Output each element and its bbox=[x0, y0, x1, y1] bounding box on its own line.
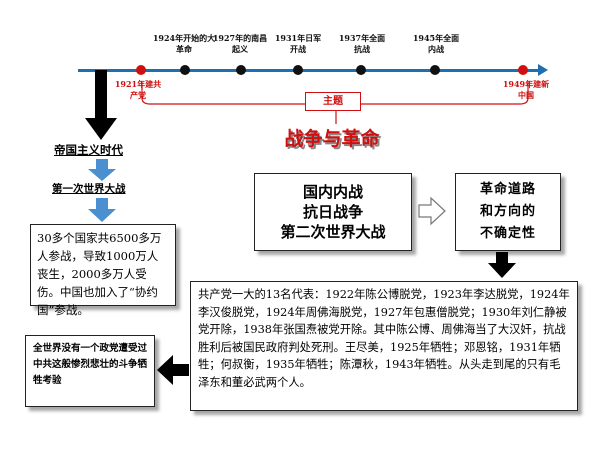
event-label-1949: 1949年建新中国 bbox=[502, 79, 550, 100]
timeline-dot-1949 bbox=[518, 65, 528, 75]
wars-item-world-war-2: 第二次世界大战 bbox=[280, 223, 386, 241]
wars-item-civil-war: 国内内战 bbox=[302, 183, 363, 201]
theme-title: 战争与革命 bbox=[284, 128, 380, 150]
era-label-ww1: 第一次世界大战 bbox=[52, 183, 126, 195]
timeline-dot-1937 bbox=[356, 65, 366, 75]
wars-item-anti-japanese-war: 抗日战争 bbox=[302, 203, 363, 221]
hollow-right-arrow bbox=[418, 196, 446, 226]
era-label-imperialism: 帝国主义时代 bbox=[54, 143, 123, 157]
event-label-1924: 1924年开始的大革命 bbox=[152, 33, 216, 54]
timeline-dot-1931 bbox=[293, 65, 303, 75]
ww1-description: 30多个国家共6500多万人参战，导致1000万人丧生，2000多万人受伤。中国… bbox=[30, 224, 176, 317]
wars-box: 国内内战 抗日战争 第二次世界大战 bbox=[254, 173, 412, 251]
timeline-dot-1927 bbox=[236, 65, 246, 75]
event-label-1937: 1937年全面抗战 bbox=[338, 33, 386, 54]
uncertainty-box: 革命道路 和方向的 不确定性 bbox=[455, 173, 561, 251]
timeline-dot-1921 bbox=[136, 65, 146, 75]
blue-down-arrow-2 bbox=[88, 198, 116, 222]
timeline-arrowhead bbox=[538, 64, 548, 76]
uncertainty-line-1: 革命道路 bbox=[479, 182, 536, 197]
black-down-arrow-head bbox=[85, 118, 117, 140]
event-label-1921: 1921年建共产党 bbox=[114, 79, 162, 100]
event-label-1931: 1931年日军开战 bbox=[274, 33, 322, 54]
timeline-dot-1945 bbox=[430, 65, 440, 75]
black-left-arrow bbox=[157, 355, 189, 385]
timeline-dot-1924 bbox=[180, 65, 190, 75]
uncertainty-line-3: 不确定性 bbox=[479, 226, 536, 241]
black-down-arrow-shaft bbox=[95, 70, 107, 120]
conclusion-box: 全世界没有一个政党遭受过中共这般惨烈悲壮的斗争牺牲考验 bbox=[25, 335, 155, 407]
theme-tag: 主题 bbox=[305, 92, 361, 111]
blue-down-arrow-1 bbox=[88, 159, 116, 181]
black-down-arrow-small bbox=[488, 252, 516, 278]
timeline-axis bbox=[78, 69, 540, 72]
party-members-detail: 共产党一大的13名代表：1922年陈公博脱党，1923年李达脱党，1924年李汉… bbox=[190, 281, 578, 411]
uncertainty-line-2: 和方向的 bbox=[479, 204, 536, 219]
event-label-1945: 1945年全面内战 bbox=[412, 33, 460, 54]
event-label-1927: 1927年的南昌起义 bbox=[212, 33, 268, 54]
